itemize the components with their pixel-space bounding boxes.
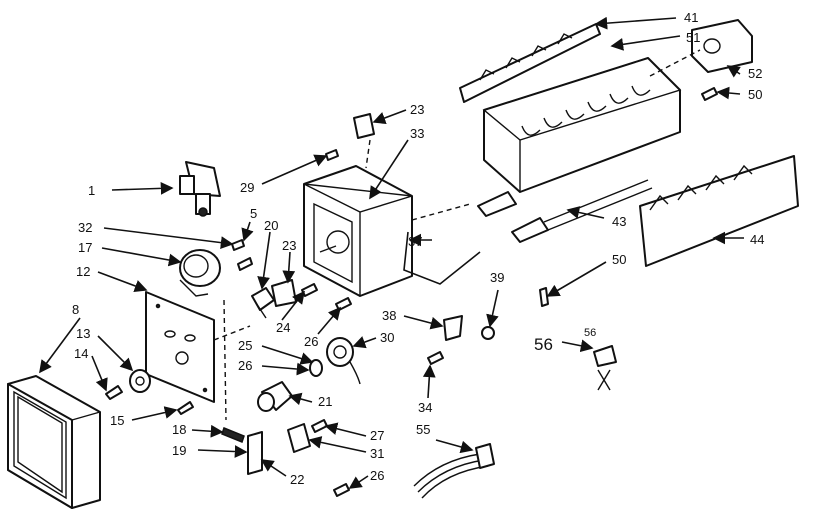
callout-15: 15 — [110, 413, 124, 428]
callout-5: 5 — [250, 206, 257, 221]
callout-52: 52 — [748, 66, 762, 81]
drive-gear — [129, 369, 151, 393]
lever-38 — [443, 315, 463, 341]
wire-harness — [413, 443, 495, 499]
switch-31 — [287, 423, 311, 453]
screw-5 — [231, 239, 245, 251]
callout-1: 1 — [88, 183, 95, 198]
callout-56a: 56 — [534, 335, 553, 354]
screw-14 — [105, 385, 123, 400]
water-valve — [179, 161, 221, 217]
callout-14: 14 — [74, 346, 88, 361]
callout-56b: 56 — [584, 327, 596, 339]
alignment-lines — [213, 49, 701, 421]
callout-23b: 23 — [282, 238, 296, 253]
callout-51: 51 — [686, 30, 700, 45]
callout-20: 20 — [264, 218, 278, 233]
screw-24 — [301, 283, 318, 297]
callout-22: 22 — [290, 472, 304, 487]
screw-26-low — [333, 483, 350, 497]
ice-mold — [482, 57, 682, 193]
callout-55: 55 — [416, 422, 430, 437]
switch-23-lower — [271, 279, 297, 307]
ice-stripper — [639, 155, 799, 267]
part-39 — [481, 326, 495, 340]
screw-32 — [237, 257, 253, 271]
callout-labels: 1 5 8 12 13 14 15 17 18 19 20 21 22 23 2… — [72, 10, 764, 487]
callout-44: 44 — [750, 232, 764, 247]
callout-8: 8 — [72, 302, 79, 317]
switch-20 — [251, 287, 275, 319]
callout-32: 32 — [78, 220, 92, 235]
callout-21: 21 — [318, 394, 332, 409]
clip-23-upper — [353, 113, 375, 139]
bracket-19 — [247, 431, 263, 475]
screw-15 — [177, 401, 194, 415]
heater-21 — [257, 381, 293, 412]
callout-29: 29 — [240, 180, 254, 195]
front-cover — [7, 375, 101, 509]
callout-12: 12 — [76, 264, 90, 279]
callout-26c: 26 — [370, 468, 384, 483]
callout-38: 38 — [382, 308, 396, 323]
motor — [179, 249, 221, 297]
callout-37: 37 — [408, 234, 422, 249]
thermostat-30 — [326, 337, 361, 385]
callout-31: 31 — [370, 446, 384, 461]
callout-27: 27 — [370, 428, 384, 443]
screw-50-lower — [539, 287, 549, 307]
callout-26b: 26 — [304, 334, 318, 349]
screw-27 — [311, 419, 328, 433]
callout-41: 41 — [684, 10, 698, 25]
screw-29 — [325, 149, 339, 161]
callout-25: 25 — [238, 338, 252, 353]
screw-26-mid — [335, 297, 352, 311]
callout-18: 18 — [172, 422, 186, 437]
screw-50-upper — [701, 87, 718, 101]
callout-30: 30 — [380, 330, 394, 345]
callout-39: 39 — [490, 270, 504, 285]
callout-34: 34 — [418, 400, 432, 415]
callout-19: 19 — [172, 443, 186, 458]
callout-43: 43 — [612, 214, 626, 229]
callout-13: 13 — [76, 326, 90, 341]
bearing — [691, 19, 753, 73]
stripper — [459, 23, 601, 103]
callout-50a: 50 — [748, 87, 762, 102]
callout-50b: 50 — [612, 252, 626, 267]
part-56 — [593, 345, 617, 391]
callout-24: 24 — [276, 320, 290, 335]
leader-lines — [39, 16, 744, 489]
callout-26a: 26 — [238, 358, 252, 373]
control-housing — [303, 165, 413, 297]
callout-33: 33 — [410, 126, 424, 141]
ejector — [477, 179, 653, 243]
screw-18 — [221, 427, 245, 443]
screw-34 — [427, 351, 444, 365]
mounting-plate — [145, 291, 215, 403]
callout-17: 17 — [78, 240, 92, 255]
shutoff-arm — [403, 231, 481, 285]
callout-23a: 23 — [410, 102, 424, 117]
